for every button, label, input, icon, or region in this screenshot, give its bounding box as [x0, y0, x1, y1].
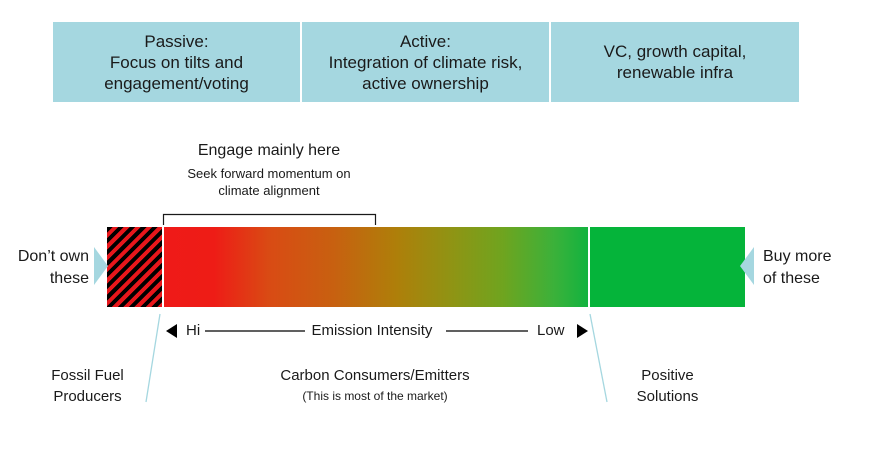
engage-subtitle: Seek forward momentum on climate alignme…: [160, 165, 378, 199]
dont-own-line1: Don’t own: [17, 248, 89, 265]
left-arrowhead-icon: [166, 324, 177, 338]
positive-line2: Solutions: [636, 388, 699, 405]
engage-bracket: [162, 213, 377, 225]
buy-more-label: Buy more of these: [763, 246, 853, 290]
positive-solutions-segment: [588, 227, 745, 307]
active-desc-line2: active ownership: [362, 73, 489, 93]
engage-title: Engage mainly here: [197, 142, 341, 159]
passive-desc-line2: engagement/voting: [104, 73, 249, 93]
buy-more-line2: of these: [763, 270, 820, 287]
segment-divider-right: [588, 227, 590, 307]
fossil-line2: Producers: [53, 388, 122, 405]
fossil-fuel-label: Fossil Fuel Producers: [30, 365, 145, 407]
passive-title: Passive:: [144, 31, 209, 51]
buy-more-line1: Buy more: [763, 248, 832, 265]
left-teal-arrow-icon: [94, 247, 108, 285]
fossil-fuel-segment: [107, 227, 163, 307]
positive-leader-line: [589, 313, 608, 403]
carbon-consumers-label: Carbon Consumers/Emitters: [280, 367, 470, 384]
positive-line1: Positive: [641, 367, 694, 384]
positive-solutions-label: Positive Solutions: [610, 365, 725, 407]
axis-low-label: Low: [537, 322, 565, 339]
active-title: Active:: [399, 31, 451, 51]
vc-line1: VC, growth capital,: [603, 42, 747, 61]
passive-desc-line1: Focus on tilts and: [109, 52, 244, 72]
emitters-gradient-segment: [163, 227, 588, 307]
header-box-active: Active: Integration of climate risk, act…: [302, 22, 549, 102]
emission-axis: [166, 324, 588, 338]
header-box-vc: VC, growth capital, renewable infra: [551, 22, 799, 102]
carbon-consumers-note: (This is most of the market): [302, 389, 448, 403]
segment-divider-left: [162, 227, 164, 307]
axis-title: Emission Intensity: [311, 322, 433, 339]
header-box-passive: Passive: Focus on tilts and engagement/v…: [53, 22, 300, 102]
active-desc-line1: Integration of climate risk,: [328, 52, 523, 72]
vc-line2: renewable infra: [616, 63, 734, 82]
engage-sub-line2: climate alignment: [218, 183, 320, 198]
right-arrowhead-icon: [577, 324, 588, 338]
fossil-line1: Fossil Fuel: [51, 367, 124, 384]
fossil-leader-line: [145, 313, 161, 403]
right-teal-arrow-icon: [740, 247, 754, 285]
engage-sub-line1: Seek forward momentum on: [187, 166, 351, 181]
dont-own-line2: these: [49, 270, 89, 287]
dont-own-label: Don’t own these: [5, 246, 89, 290]
axis-hi-label: Hi: [186, 322, 201, 339]
